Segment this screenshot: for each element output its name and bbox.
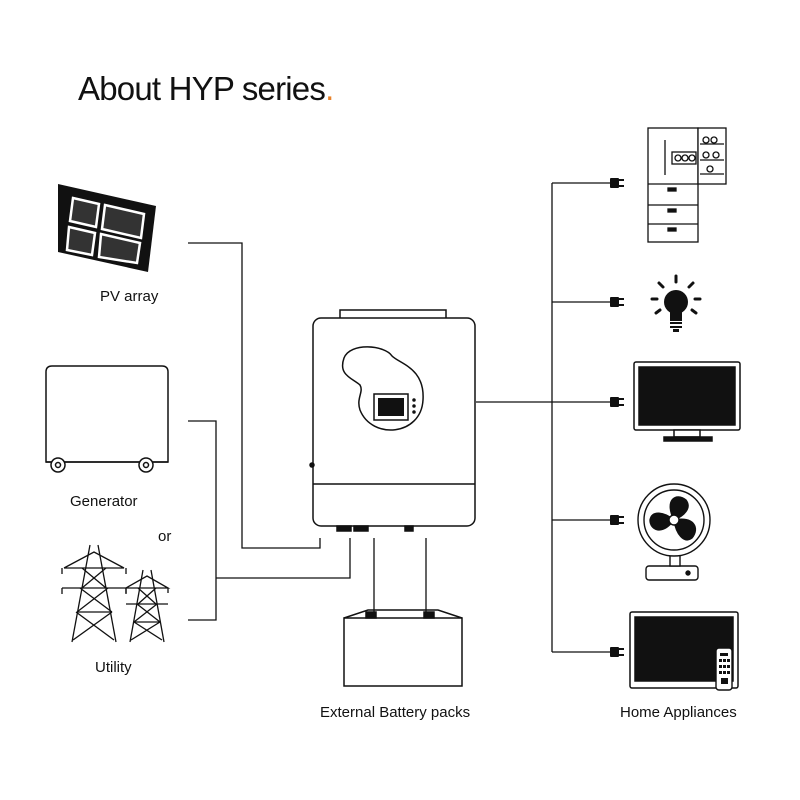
monitor-icon <box>633 361 741 442</box>
plug-icon <box>610 397 624 407</box>
fan-icon <box>637 483 711 581</box>
transmission-tower-icon <box>61 544 171 643</box>
pv-array-label: PV array <box>100 288 159 305</box>
solar-panel-icon <box>58 184 156 272</box>
battery-label: External Battery packs <box>320 704 471 721</box>
generator-icon <box>45 365 169 473</box>
plug-icon <box>610 647 624 657</box>
or-label: or <box>158 528 172 545</box>
page-title: About HYP series. <box>78 70 334 108</box>
inverter-icon <box>309 309 476 532</box>
utility-label: Utility <box>95 659 132 676</box>
plug-icons <box>610 178 624 657</box>
plug-icon <box>610 297 624 307</box>
plug-icon <box>610 178 624 188</box>
utility-wire <box>216 538 351 579</box>
light-bulb-icon <box>650 274 702 332</box>
battery-icon <box>343 609 463 687</box>
pv-wire <box>188 242 321 549</box>
title-text: About HYP series <box>78 70 326 107</box>
title-accent-dot: . <box>325 70 334 107</box>
home-appliances-label: Home Appliances <box>620 704 737 721</box>
television-icon <box>629 611 739 689</box>
wires <box>188 182 610 653</box>
remote-control-icon <box>715 647 733 691</box>
generator-label: Generator <box>70 493 138 510</box>
plug-icon <box>610 515 624 525</box>
refrigerator-icon <box>647 127 727 243</box>
generator-wire <box>188 420 217 621</box>
